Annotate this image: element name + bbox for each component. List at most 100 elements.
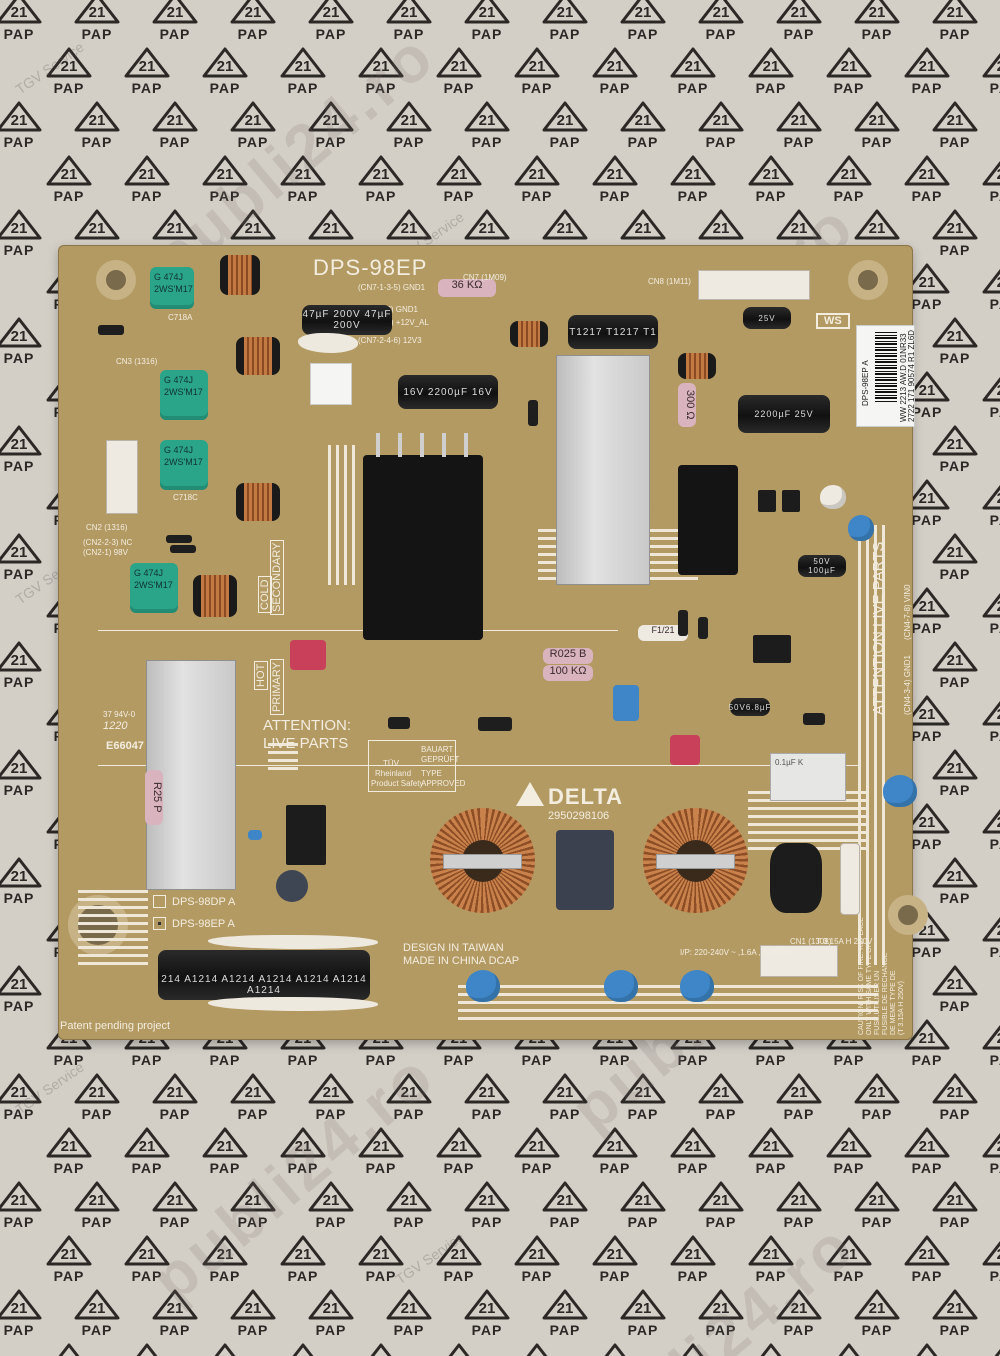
recycle-code: PAP (911, 512, 943, 528)
transformer-pin (420, 433, 424, 457)
recycle-triangle-icon (280, 155, 326, 186)
recycle-number: 21 (528, 1246, 546, 1263)
recycle-triangle-icon (0, 1181, 42, 1212)
recycle-code: PAP (861, 134, 893, 150)
transformer-pin (442, 433, 446, 457)
recycle-number: 21 (820, 1354, 878, 1356)
recycle-triangle-icon (982, 1240, 1000, 1266)
recycle-code: PAP (599, 1160, 631, 1176)
adhesive-glue (298, 333, 358, 353)
resistor: 36 KΩ (438, 279, 496, 297)
recycle-number: 21 (508, 1354, 566, 1356)
recycle-code: PAP (81, 1106, 113, 1122)
mounting-hole (888, 895, 928, 935)
x-capacitor-cx2 (556, 830, 614, 910)
recycle-triangle-icon (698, 101, 744, 132)
recycle-code: PAP (677, 1052, 709, 1068)
recycle-number: 21 (88, 220, 106, 237)
recycle-triangle-icon (776, 0, 822, 24)
film-capacitor (248, 830, 262, 840)
recycle-code: PAP (989, 1268, 1000, 1284)
recycle-code: PAP (911, 404, 943, 420)
recycle-number: 21 (634, 1084, 652, 1101)
bauart-line: BAUART (421, 745, 454, 754)
recycle-number: 21 (840, 166, 858, 183)
recycle-number: 21 (10, 112, 28, 129)
recycle-number: 21 (400, 1192, 418, 1209)
recycle-code: PAP (755, 188, 787, 204)
recycle-code: PAP (755, 80, 787, 96)
recycle-triangle-icon (514, 1235, 560, 1266)
recycle-triangle-icon (74, 1289, 120, 1320)
delta-triangle-icon (516, 782, 544, 806)
recycle-number: 21 (762, 1246, 780, 1263)
recycle-code: PAP (237, 1106, 269, 1122)
recycle-code: PAP (783, 1106, 815, 1122)
pin-note: (CN4-3-4) GND1 (903, 654, 912, 715)
recycle-triangle-icon (0, 0, 42, 24)
recycle-number: 21 (478, 4, 496, 21)
recycle-code: PAP (237, 134, 269, 150)
recycle-triangle-icon (904, 1235, 950, 1266)
recycle-number: 21 (918, 1138, 936, 1155)
recycle-code: PAP (911, 1160, 943, 1176)
recycle-triangle-icon (982, 592, 1000, 618)
recycle-number: 21 (946, 976, 964, 993)
y-capacitor (604, 970, 638, 1002)
recycle-code: PAP (755, 1052, 787, 1068)
recycle-code: PAP (521, 1160, 553, 1176)
recycle-code: PAP (81, 134, 113, 150)
recycle-triangle-icon (358, 1235, 404, 1266)
inductor (220, 255, 260, 295)
recycle-triangle-icon (982, 1132, 1000, 1158)
isolation-hatch (858, 525, 888, 965)
recycle-code: PAP (209, 188, 241, 204)
main-transformer (363, 455, 483, 640)
recycle-code: PAP (989, 404, 1000, 420)
recycle-code: PAP (989, 836, 1000, 852)
recycle-number: 21 (684, 58, 702, 75)
recycle-code: PAP (393, 1322, 425, 1338)
recycle-number: 21 (762, 166, 780, 183)
recycle-code: PAP (833, 1268, 865, 1284)
recycle-code: PAP (393, 26, 425, 42)
recycle-triangle-icon (932, 317, 978, 348)
recycle-number: 21 (684, 1246, 702, 1263)
ws-marker: WS (816, 313, 850, 329)
inductor (678, 353, 716, 379)
caution-line: DE MEME TYPE DE (890, 970, 897, 1035)
recycle-number: 21 (322, 112, 340, 129)
recycle-number: 21 (634, 4, 652, 21)
recycle-triangle-icon (542, 1181, 588, 1212)
transformer-pin (398, 433, 402, 457)
barcode (875, 332, 897, 402)
sticker-text: 2722 171 90574 R1 ZL6D (907, 329, 916, 422)
recycle-code: PAP (549, 26, 581, 42)
recycle-code: PAP (159, 1106, 191, 1122)
recycle-number: 21 (10, 220, 28, 237)
recycle-triangle-icon (152, 1073, 198, 1104)
recycle-number: 21 (294, 58, 312, 75)
recycle-number: 21 (606, 1138, 624, 1155)
